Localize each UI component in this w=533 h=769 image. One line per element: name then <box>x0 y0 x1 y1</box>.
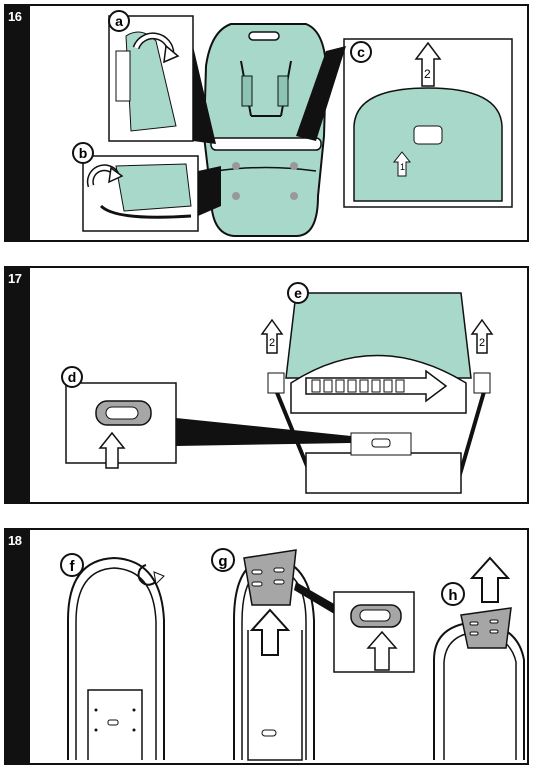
seat-outline-g <box>233 549 315 761</box>
inset-d <box>65 382 351 469</box>
arrow-label-left: 2 <box>269 337 275 349</box>
inset-g <box>294 582 415 673</box>
svg-text:a: a <box>115 13 123 29</box>
callout-e: e <box>287 282 309 304</box>
svg-text:g: g <box>218 553 227 570</box>
step-17-illustration: 2 2 d e <box>61 282 494 494</box>
step-16-illustration: 2 1 a b c <box>72 10 513 237</box>
inset-a <box>108 15 216 144</box>
zipper-arrow <box>305 369 448 403</box>
step-16-panel: 16 <box>4 4 529 242</box>
stroller-frame-illustration: 2 2 <box>260 292 494 494</box>
step-18-panel: 18 <box>4 528 529 765</box>
arrow-label-2: 2 <box>424 67 431 81</box>
svg-text:h: h <box>448 587 457 604</box>
callout-g: g <box>211 548 235 572</box>
arrow-label-right: 2 <box>479 337 485 349</box>
step-number-strip: 18 <box>6 530 30 763</box>
callout-f: f <box>60 553 84 577</box>
callout-c: c <box>350 41 372 63</box>
step-18-illustration: f g h <box>60 548 525 761</box>
inset-b <box>82 155 221 232</box>
callout-h: h <box>441 582 465 606</box>
step-number-strip: 16 <box>6 6 30 240</box>
step-17-panel: 17 <box>4 266 529 504</box>
step-number: 16 <box>8 9 22 24</box>
callout-d: d <box>61 366 83 388</box>
callout-b: b <box>72 142 94 164</box>
step-number-strip: 17 <box>6 268 30 502</box>
svg-text:d: d <box>68 369 77 385</box>
arrow-label-1: 1 <box>400 162 405 172</box>
inset-c: 2 1 <box>296 38 513 208</box>
svg-text:c: c <box>357 44 365 60</box>
stroller-seat-illustration <box>202 23 328 237</box>
svg-text:b: b <box>79 145 88 161</box>
seat-outline-h <box>433 556 525 760</box>
step-number: 17 <box>8 271 22 286</box>
seat-outline-f <box>67 556 165 760</box>
callout-a: a <box>108 10 130 32</box>
step-number: 18 <box>8 533 22 548</box>
svg-text:e: e <box>294 285 302 301</box>
svg-text:f: f <box>70 558 76 575</box>
